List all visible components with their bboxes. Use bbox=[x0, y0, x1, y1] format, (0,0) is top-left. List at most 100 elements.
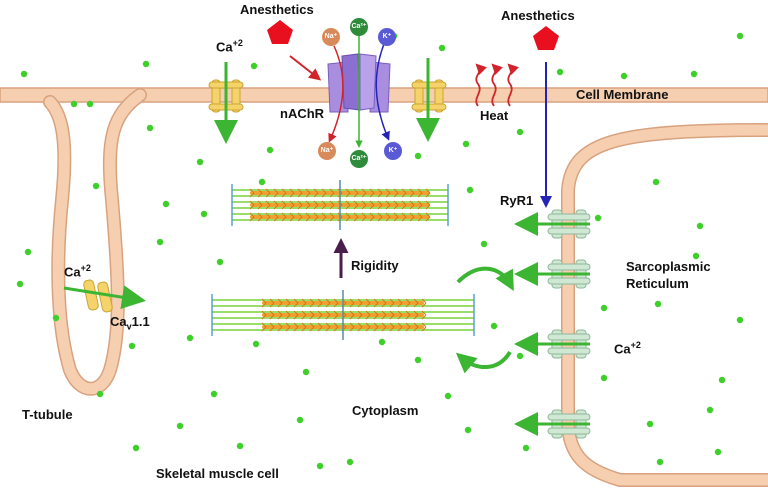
calcium-dot bbox=[296, 416, 304, 424]
calcium-dot bbox=[444, 392, 452, 400]
cytoplasm-label: Cytoplasm bbox=[352, 403, 419, 418]
calcium-dot bbox=[646, 420, 654, 428]
anesthetic-to-nachr-arrow bbox=[289, 55, 322, 81]
cav11-label-rest: 1.1 bbox=[131, 314, 150, 329]
anesthetic-pentagon-left bbox=[267, 20, 293, 44]
calcium-dot bbox=[24, 248, 32, 256]
ca-label-top-base: Ca bbox=[216, 39, 233, 55]
calcium-dot bbox=[186, 334, 194, 342]
calcium-dot bbox=[162, 200, 170, 208]
skeletal-muscle-cell-label: Skeletal muscle cell bbox=[156, 466, 279, 481]
ryr1-channels bbox=[514, 209, 591, 439]
ca-label-right-sup: +2 bbox=[630, 340, 641, 350]
sarcoplasmic-label: Sarcoplasmic bbox=[626, 259, 711, 274]
ca-label-top: Ca+2 bbox=[216, 38, 243, 54]
calcium-dot bbox=[736, 316, 744, 324]
nachr-label: nAChR bbox=[280, 106, 325, 121]
calcium-dot bbox=[438, 44, 446, 52]
cav11-channel bbox=[83, 279, 113, 313]
na-ion-top: Na⁺ bbox=[322, 28, 340, 46]
calcium-dot bbox=[556, 68, 564, 76]
heat-waves bbox=[475, 63, 519, 107]
t-tubule bbox=[43, 88, 147, 396]
ca-ion-top: Ca²⁺ bbox=[350, 18, 368, 36]
calcium-dot bbox=[516, 128, 524, 136]
calcium-dot bbox=[20, 70, 28, 78]
ca-label-right: Ca+2 bbox=[614, 340, 641, 356]
calcium-dot bbox=[620, 72, 628, 80]
calcium-dots bbox=[16, 32, 744, 470]
ca-label-left: Ca+2 bbox=[64, 263, 91, 279]
cell-membrane-label: Cell Membrane bbox=[576, 87, 669, 102]
k-flow-arrow bbox=[375, 43, 390, 141]
ryr1-channel bbox=[514, 209, 591, 239]
ca-ion-bottom: Ca²⁺ bbox=[350, 150, 368, 168]
ca-release-curved-arrow bbox=[456, 266, 514, 291]
calcium-dot bbox=[464, 426, 472, 434]
calcium-dot bbox=[378, 338, 386, 346]
calcium-dot bbox=[656, 458, 664, 466]
anesthetic-pentagon-right bbox=[533, 26, 559, 50]
anesthetics-label-right: Anesthetics bbox=[501, 8, 575, 23]
ca-label-right-base: Ca bbox=[614, 341, 631, 357]
calcium-dot bbox=[714, 448, 722, 456]
calcium-dot bbox=[132, 444, 140, 452]
cav11-arrow bbox=[63, 285, 146, 310]
cav11-label-base: Ca bbox=[110, 314, 127, 329]
calcium-dot bbox=[466, 186, 474, 194]
calcium-dot bbox=[96, 390, 104, 398]
ca-label-left-base: Ca bbox=[64, 264, 81, 280]
calcium-dot bbox=[480, 240, 488, 248]
calcium-dot bbox=[522, 444, 530, 452]
sarcomere-relaxed bbox=[211, 290, 475, 340]
na-flow-arrow bbox=[328, 45, 344, 143]
calcium-dot bbox=[200, 210, 208, 218]
calcium-dot bbox=[16, 280, 24, 288]
calcium-dot bbox=[196, 158, 204, 166]
calcium-dot bbox=[490, 322, 498, 330]
calcium-dot bbox=[652, 178, 660, 186]
calcium-dot bbox=[414, 152, 422, 160]
calcium-dot bbox=[600, 304, 608, 312]
ca-label-left-sup: +2 bbox=[80, 263, 91, 273]
ryr1-channel bbox=[514, 409, 591, 439]
calcium-dot bbox=[210, 390, 218, 398]
cav11-label: Cav1.1 bbox=[110, 314, 150, 332]
calcium-dot bbox=[146, 124, 154, 132]
calcium-dot bbox=[216, 258, 224, 266]
k-ion-bottom: K⁺ bbox=[384, 142, 402, 160]
calcium-dot bbox=[594, 214, 602, 222]
calcium-dot bbox=[718, 376, 726, 384]
rigidity-label: Rigidity bbox=[351, 258, 399, 273]
calcium-dot bbox=[70, 100, 78, 108]
calcium-dot bbox=[706, 406, 714, 414]
ryr1-label: RyR1 bbox=[500, 193, 534, 208]
ryr1-channel bbox=[514, 259, 591, 289]
calcium-dot bbox=[86, 100, 94, 108]
nachr-receptor bbox=[327, 53, 391, 113]
k-ion-top: K⁺ bbox=[378, 28, 396, 46]
calcium-dot bbox=[252, 340, 260, 348]
calcium-dot bbox=[92, 182, 100, 190]
calcium-dot bbox=[258, 178, 266, 186]
calcium-dot bbox=[736, 32, 744, 40]
na-ion-bottom: Na⁺ bbox=[318, 142, 336, 160]
calcium-dot bbox=[156, 238, 164, 246]
calcium-dot bbox=[236, 442, 244, 450]
calcium-dot bbox=[516, 352, 524, 360]
calcium-dot bbox=[600, 374, 608, 382]
sarcomere-contracted bbox=[231, 180, 449, 230]
calcium-dot bbox=[176, 422, 184, 430]
calcium-dot bbox=[266, 146, 274, 154]
reticulum-label: Reticulum bbox=[626, 276, 689, 291]
ca-reuptake-curved-arrow bbox=[455, 350, 512, 374]
calcium-dot bbox=[302, 368, 310, 376]
calcium-dot bbox=[692, 252, 700, 260]
anesthetics-label-left: Anesthetics bbox=[240, 2, 314, 17]
heat-label: Heat bbox=[480, 108, 509, 123]
calcium-dot bbox=[346, 458, 354, 466]
cav11-label-sub: v bbox=[126, 321, 132, 332]
calcium-dot bbox=[696, 222, 704, 230]
